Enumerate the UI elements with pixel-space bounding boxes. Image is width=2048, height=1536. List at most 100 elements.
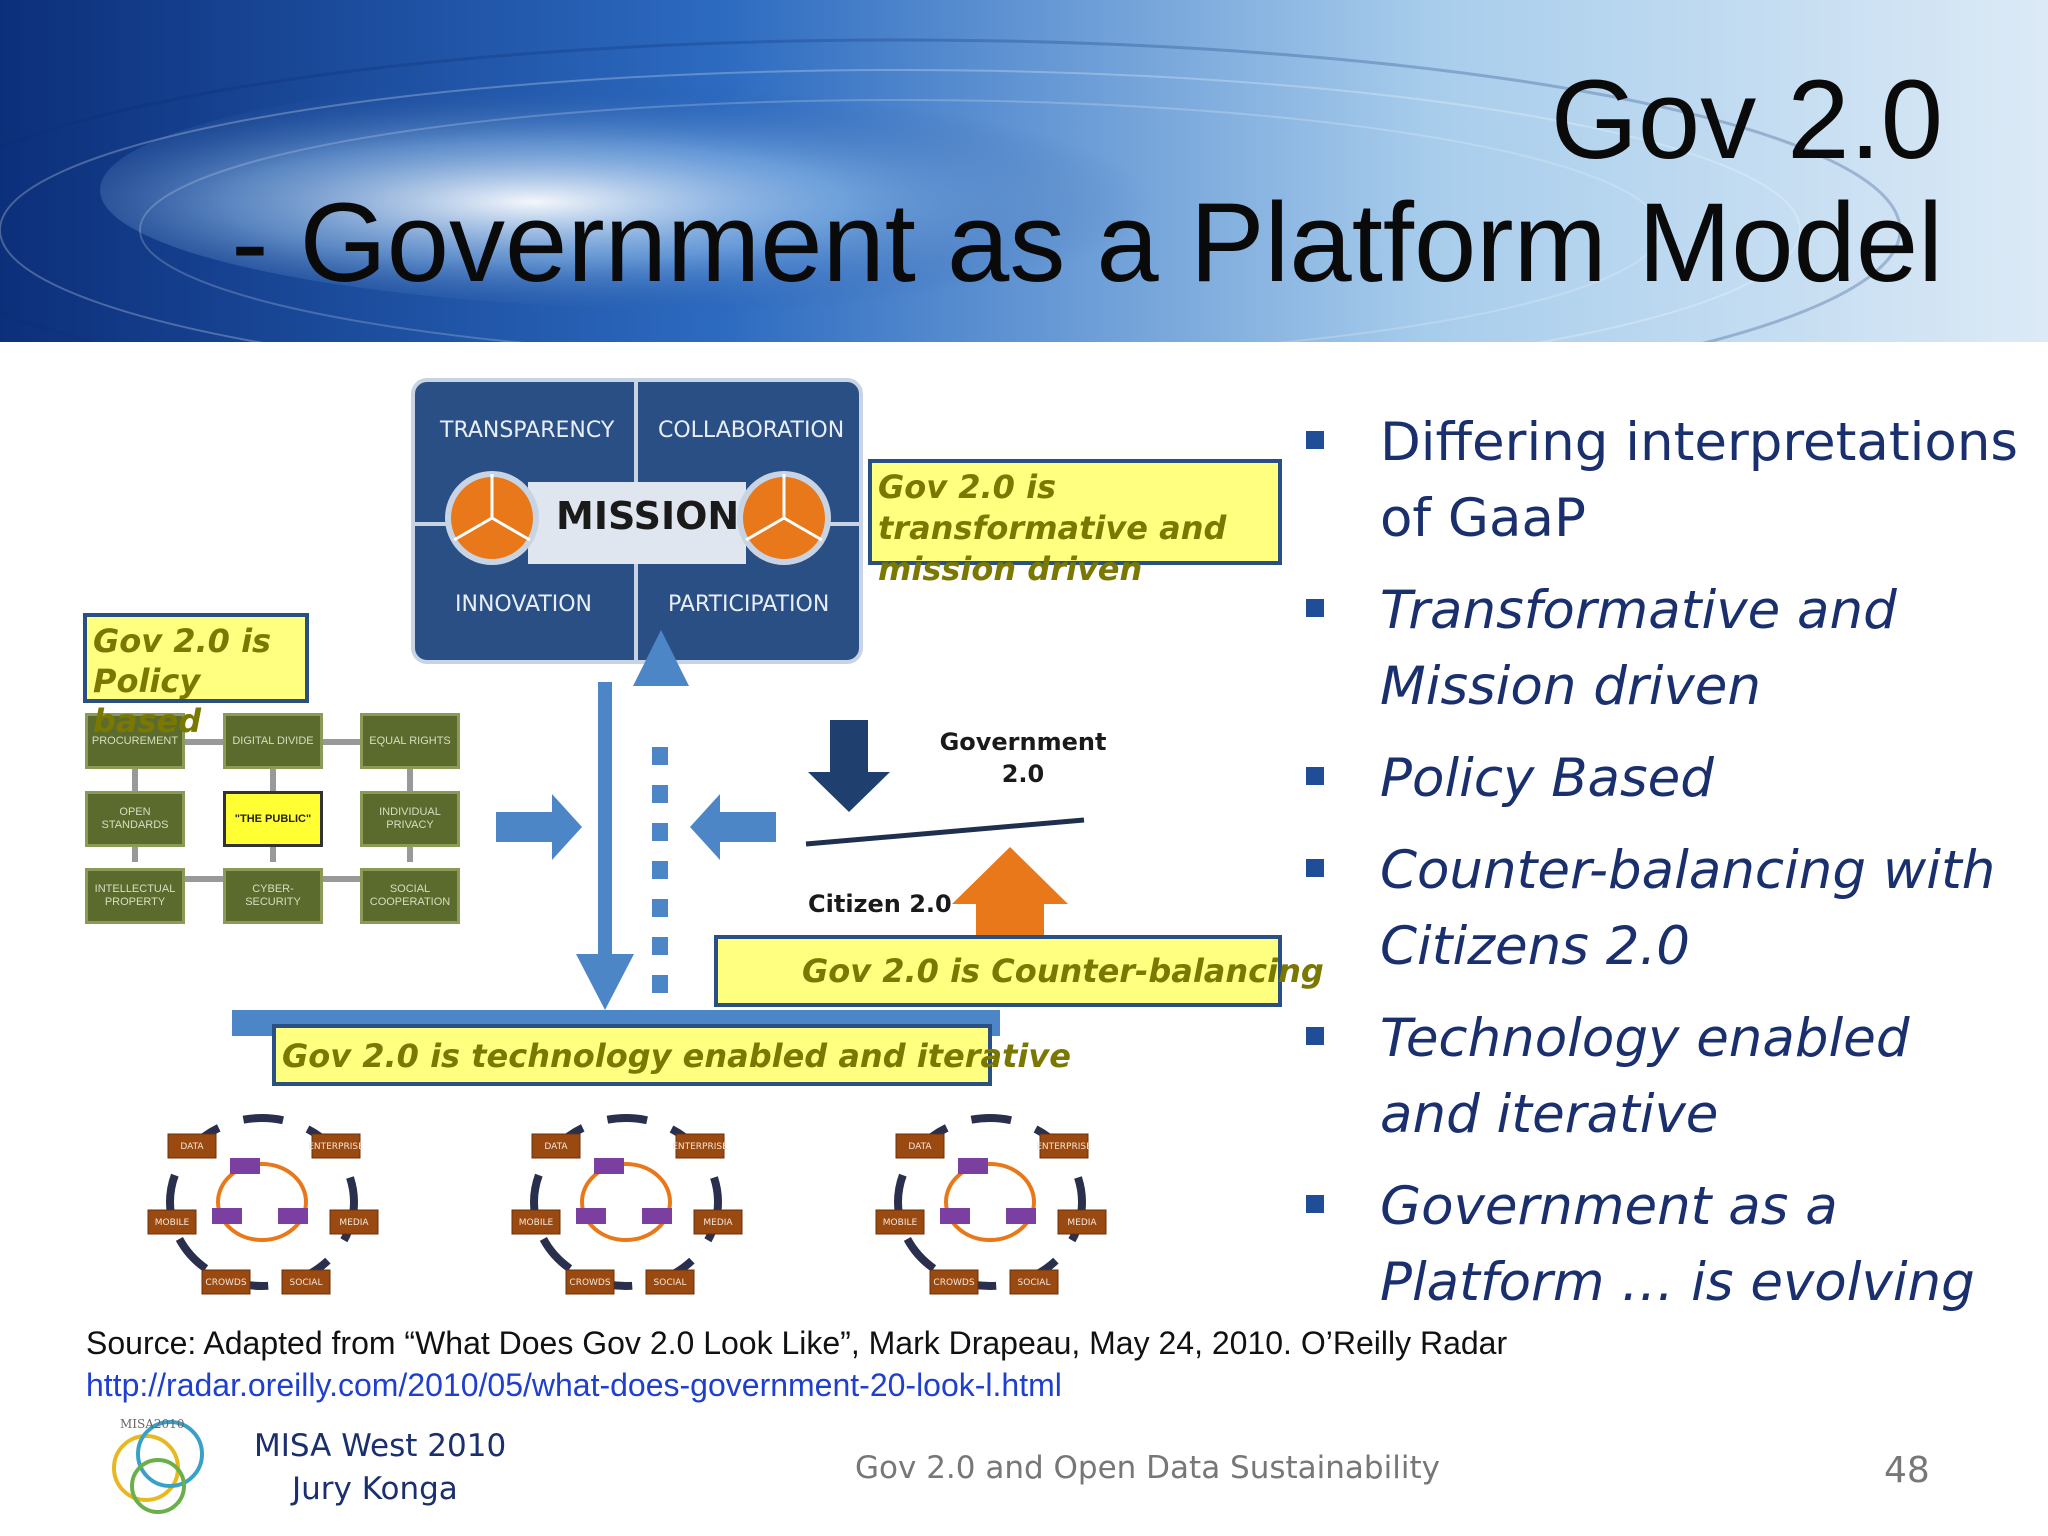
tech-hub-ring xyxy=(530,1114,722,1290)
tech-hub-inner-node xyxy=(940,1208,970,1224)
policy-open-standards: OPEN STANDARDS xyxy=(85,791,185,847)
gov-platform-diagram: DATA ENTERPRISE MOBILE MEDIA CROWDS SOCIAL DAT… xyxy=(132,378,1107,1295)
bullet-square-icon xyxy=(1306,767,1324,785)
tech-hub-node xyxy=(531,1133,581,1159)
banner-background xyxy=(0,0,2048,342)
callout-transformative: Gov 2.0 is transformative and mission dr… xyxy=(868,459,1282,588)
policy-the-public: "THE PUBLIC" xyxy=(223,791,323,847)
government-2-label: Government 2.0 xyxy=(939,728,1107,788)
bullet-item: Counter-balancing with Citizens 2.0 xyxy=(1300,833,2020,985)
policy-individual-privacy: INDIVIDUAL PRIVACY xyxy=(360,791,460,847)
tech-hub-inner-node xyxy=(576,1208,606,1224)
bullet-text: Technology enabled and iterative xyxy=(1380,1008,1910,1145)
citizen-up-arrow xyxy=(952,847,1068,942)
slide-title-line2: - Government as a Platform Model xyxy=(231,180,1943,305)
tech-hub-label: ENTERPRISE xyxy=(672,1142,728,1152)
policy-cyber-security: CYBER-SECURITY xyxy=(223,868,323,924)
tech-hub-inner-node xyxy=(230,1158,260,1174)
bullet-square-icon xyxy=(1306,859,1324,877)
tech-hub-label: ENTERPRISE xyxy=(308,1142,364,1152)
tech-hub-label: CROWDS xyxy=(569,1278,610,1288)
bullet-item: Differing interpretations of GaaP xyxy=(1300,405,2020,557)
tech-hub-label: MOBILE xyxy=(155,1218,190,1228)
tech-hub-node xyxy=(1009,1269,1059,1295)
tech-hub-node xyxy=(311,1133,361,1159)
tech-hub-node xyxy=(511,1209,561,1235)
bullet-list: Differing interpretations of GaaP Transf… xyxy=(1300,405,2020,1337)
tech-hub-inner-node xyxy=(594,1158,624,1174)
tech-hubs: DATA ENTERPRISE MOBILE MEDIA CROWDS SOCIAL DAT… xyxy=(147,1114,1107,1295)
tech-hub-ring xyxy=(894,1114,1086,1290)
bullet-text: Government as a Platform … is evolving xyxy=(1380,1176,1975,1313)
mission-center: MISSION xyxy=(556,494,740,538)
policy-procurement: PROCUREMENT xyxy=(85,713,185,769)
tech-hub-node xyxy=(1039,1133,1089,1159)
citizen-2-label: Citizen 2.0 xyxy=(808,890,952,918)
callout-policy: Gov 2.0 is Policy based xyxy=(83,613,309,740)
slide-title-line1: Gov 2.0 xyxy=(1550,57,1943,182)
mission-transparency: TRANSPARENCY xyxy=(440,418,615,443)
mission-innovation: INNOVATION xyxy=(455,592,593,617)
tech-hub-inner-node xyxy=(278,1208,308,1224)
tech-hub-node xyxy=(147,1209,197,1235)
tech-hub-inner-ring xyxy=(944,1162,1036,1242)
tech-hub-inner-ring xyxy=(216,1162,308,1242)
tech-hub-inner-node xyxy=(1006,1208,1036,1224)
mission-participation: PARTICIPATION xyxy=(668,592,830,617)
tech-hub-node xyxy=(1057,1209,1107,1235)
government-down-arrow xyxy=(808,720,890,812)
left-arrow xyxy=(690,794,776,860)
tech-hub-inner-node xyxy=(642,1208,672,1224)
tech-hub-inner-node xyxy=(958,1158,988,1174)
bullet-square-icon xyxy=(1306,599,1324,617)
tech-hub-node xyxy=(329,1209,379,1235)
bullet-item: Technology enabled and iterative xyxy=(1300,1001,2020,1153)
policy-equal-rights: EQUAL RIGHTS xyxy=(360,713,460,769)
callout-counter: Gov 2.0 is Counter-balancing xyxy=(714,935,1324,1007)
down-arrow xyxy=(576,954,634,1010)
tech-hub-label: DATA xyxy=(544,1142,568,1152)
tech-hub-label: MOBILE xyxy=(883,1218,918,1228)
bullet-item: Government as a Platform … is evolving xyxy=(1300,1169,2020,1321)
tech-hub-ring xyxy=(166,1114,358,1290)
title-banner: Gov 2.0 - Government as a Platform Model xyxy=(0,0,2048,342)
tech-hub-label: DATA xyxy=(180,1142,204,1152)
misa-logo: MISA2010 xyxy=(112,1417,204,1514)
footer-organization: MISA West 2010 xyxy=(254,1428,507,1464)
tech-hub-label: DATA xyxy=(908,1142,932,1152)
bullet-text: Transformative and Mission driven xyxy=(1380,580,1897,717)
misa-logo-text: MISA2010 xyxy=(120,1417,184,1431)
bullet-square-icon xyxy=(1306,1027,1324,1045)
tech-hub-node xyxy=(565,1269,615,1295)
bullet-item: Policy Based xyxy=(1300,741,2020,817)
tech-hub-node xyxy=(645,1269,695,1295)
right-arrow xyxy=(496,794,582,860)
footer-author: Jury Konga xyxy=(292,1471,458,1507)
footer-presentation-title: Gov 2.0 and Open Data Sustainability xyxy=(855,1450,1440,1486)
tech-hub-node xyxy=(167,1133,217,1159)
tech-hub-label: SOCIAL xyxy=(654,1278,687,1288)
tech-hub-label: MOBILE xyxy=(519,1218,554,1228)
tech-hub-node xyxy=(693,1209,743,1235)
tech-hub-inner-node xyxy=(212,1208,242,1224)
policy-digital-divide: DIGITAL DIVIDE xyxy=(223,713,323,769)
tech-hub-node xyxy=(895,1133,945,1159)
tech-hub-label: MEDIA xyxy=(703,1218,733,1228)
bullet-square-icon xyxy=(1306,1195,1324,1213)
tech-hub-inner-ring xyxy=(580,1162,672,1242)
policy-social-cooperation: SOCIAL COOPERATION xyxy=(360,868,460,924)
tech-hub-node xyxy=(281,1269,331,1295)
bullet-item: Transformative and Mission driven xyxy=(1300,573,2020,725)
tech-hub-label: MEDIA xyxy=(1067,1218,1097,1228)
policy-intellectual-property: INTELLECTUAL PROPERTY xyxy=(85,868,185,924)
page-number: 48 xyxy=(1884,1450,1930,1491)
source-citation: Source: Adapted from “What Does Gov 2.0 … xyxy=(86,1325,1508,1361)
tech-hub-label: MEDIA xyxy=(339,1218,369,1228)
source-link[interactable]: http://radar.oreilly.com/2010/05/what-do… xyxy=(86,1367,1062,1403)
tech-hub-node xyxy=(675,1133,725,1159)
mission-collaboration: COLLABORATION xyxy=(658,418,845,443)
tech-hub-node xyxy=(875,1209,925,1235)
bullet-square-icon xyxy=(1306,431,1324,449)
tech-hub-label: SOCIAL xyxy=(1018,1278,1051,1288)
tech-hub-label: SOCIAL xyxy=(290,1278,323,1288)
